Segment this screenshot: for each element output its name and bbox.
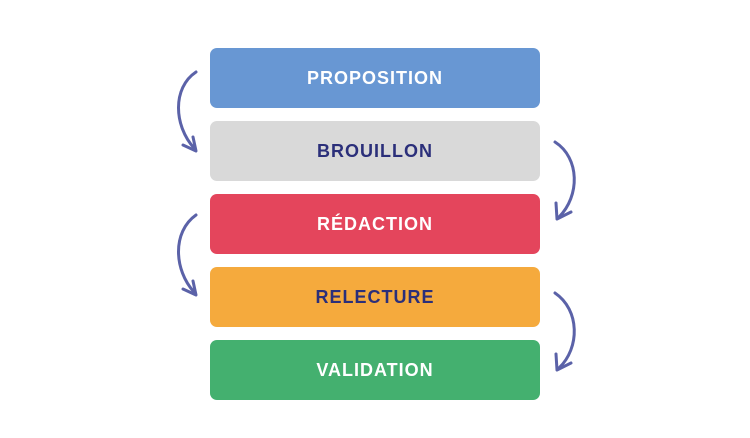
stage-validation: VALIDATION (210, 340, 540, 400)
stage-label: BROUILLON (317, 140, 433, 161)
arrow-curve-icon (177, 213, 198, 294)
arrow-head-icon (554, 352, 573, 372)
arrow-redaction-to-relecture (177, 213, 198, 297)
stage-proposition: PROPOSITION (210, 48, 540, 108)
stage-label: RÉDACTION (317, 213, 433, 234)
arrow-head-icon (554, 201, 573, 221)
stage-relecture: RELECTURE (210, 267, 540, 327)
stage-label: VALIDATION (316, 359, 434, 380)
arrow-relecture-to-validation (553, 291, 576, 372)
arrow-brouillon-to-redaction (553, 140, 576, 221)
arrow-curve-icon (177, 70, 198, 150)
arrow-proposition-to-brouillon (177, 70, 198, 153)
arrow-curve-icon (553, 140, 576, 219)
stage-redaction: RÉDACTION (210, 194, 540, 254)
arrow-head-icon (181, 135, 198, 153)
arrow-curve-icon (553, 291, 576, 370)
arrow-head-icon (181, 279, 198, 297)
stage-label: PROPOSITION (306, 67, 443, 88)
stage-label: RELECTURE (315, 286, 435, 307)
stage-brouillon: BROUILLON (210, 121, 540, 181)
